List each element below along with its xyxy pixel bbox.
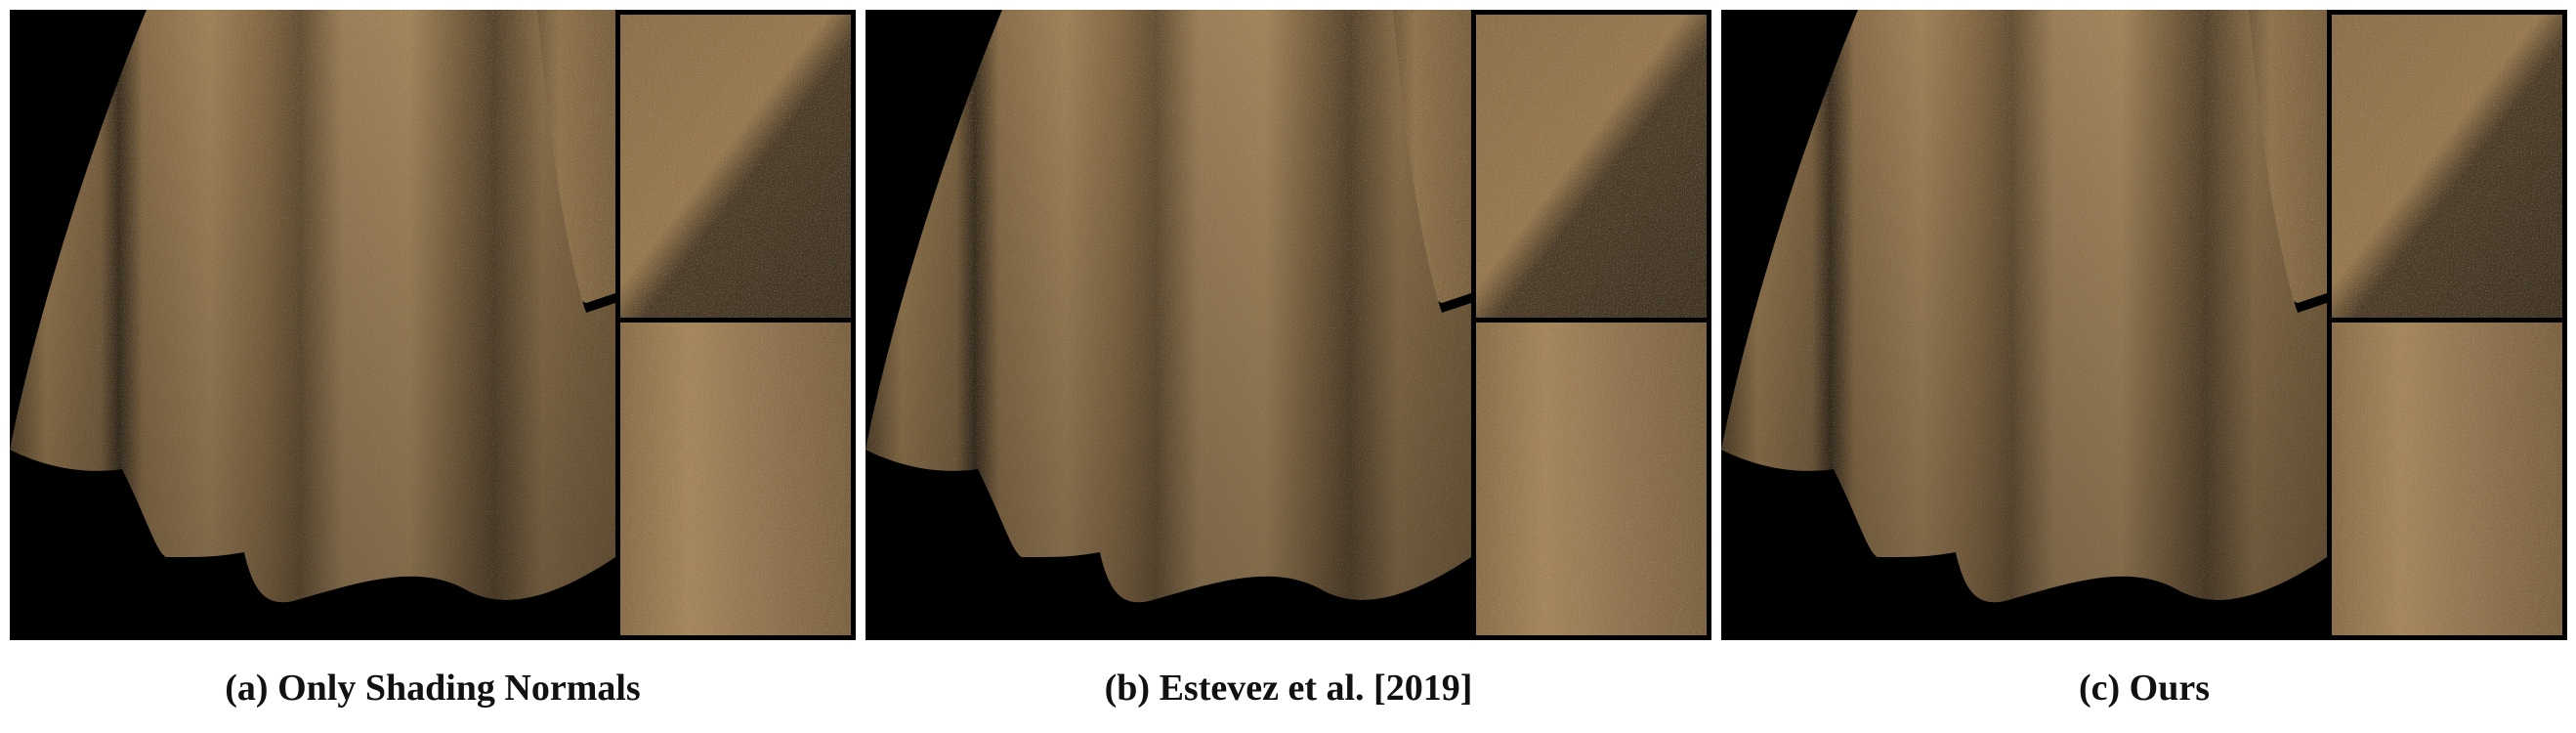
cloth-render-image xyxy=(10,10,615,640)
caption-b: (b) Estevez et al. [2019] xyxy=(1104,668,1473,709)
panel-a xyxy=(10,10,856,640)
panel-b xyxy=(866,10,1711,640)
zoom-inset-bottom xyxy=(615,318,856,640)
caption-c: (c) Ours xyxy=(2078,668,2211,709)
zoom-inset-top xyxy=(615,10,856,323)
panel-c xyxy=(1721,10,2567,640)
zoom-inset-top xyxy=(1471,10,1711,323)
cloth-render-image xyxy=(866,10,1471,640)
zoom-inset-top xyxy=(2327,10,2567,323)
zoom-inset-bottom xyxy=(2327,318,2567,640)
caption-a: (a) Only Shading Normals xyxy=(225,668,641,709)
cloth-render-image xyxy=(1721,10,2327,640)
zoom-inset-bottom xyxy=(1471,318,1711,640)
